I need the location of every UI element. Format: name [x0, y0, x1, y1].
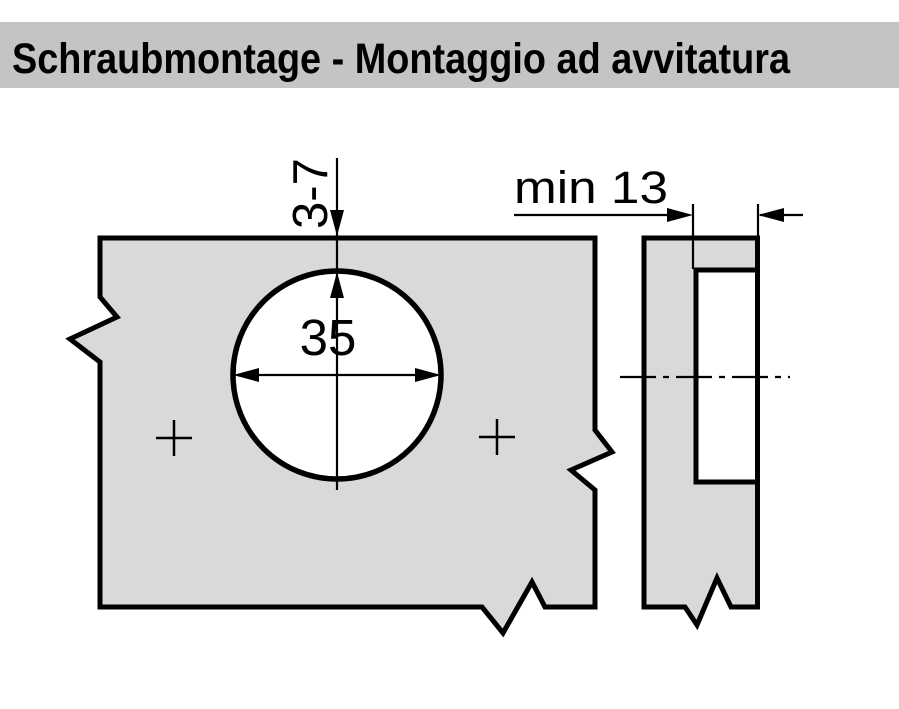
title-bar: [0, 22, 899, 88]
screw-cross-right: [479, 419, 515, 455]
cup-diameter-label: 35: [300, 309, 357, 366]
min-depth-arrow-right-pointing: [667, 208, 693, 222]
diameter-arrow-right: [415, 368, 441, 382]
min-depth-arrow-left-pointing: [758, 208, 784, 222]
edge-distance-arrow-up: [330, 272, 344, 298]
edge-distance-label: 3-7: [284, 158, 338, 229]
page-title: Schraubmontage - Montaggio ad avvitatura: [12, 35, 791, 83]
edge-distance-arrow-down: [330, 210, 344, 236]
diameter-arrow-left: [233, 368, 259, 382]
screw-cross-left: [156, 420, 192, 456]
min-depth-label: min 13: [514, 162, 668, 213]
